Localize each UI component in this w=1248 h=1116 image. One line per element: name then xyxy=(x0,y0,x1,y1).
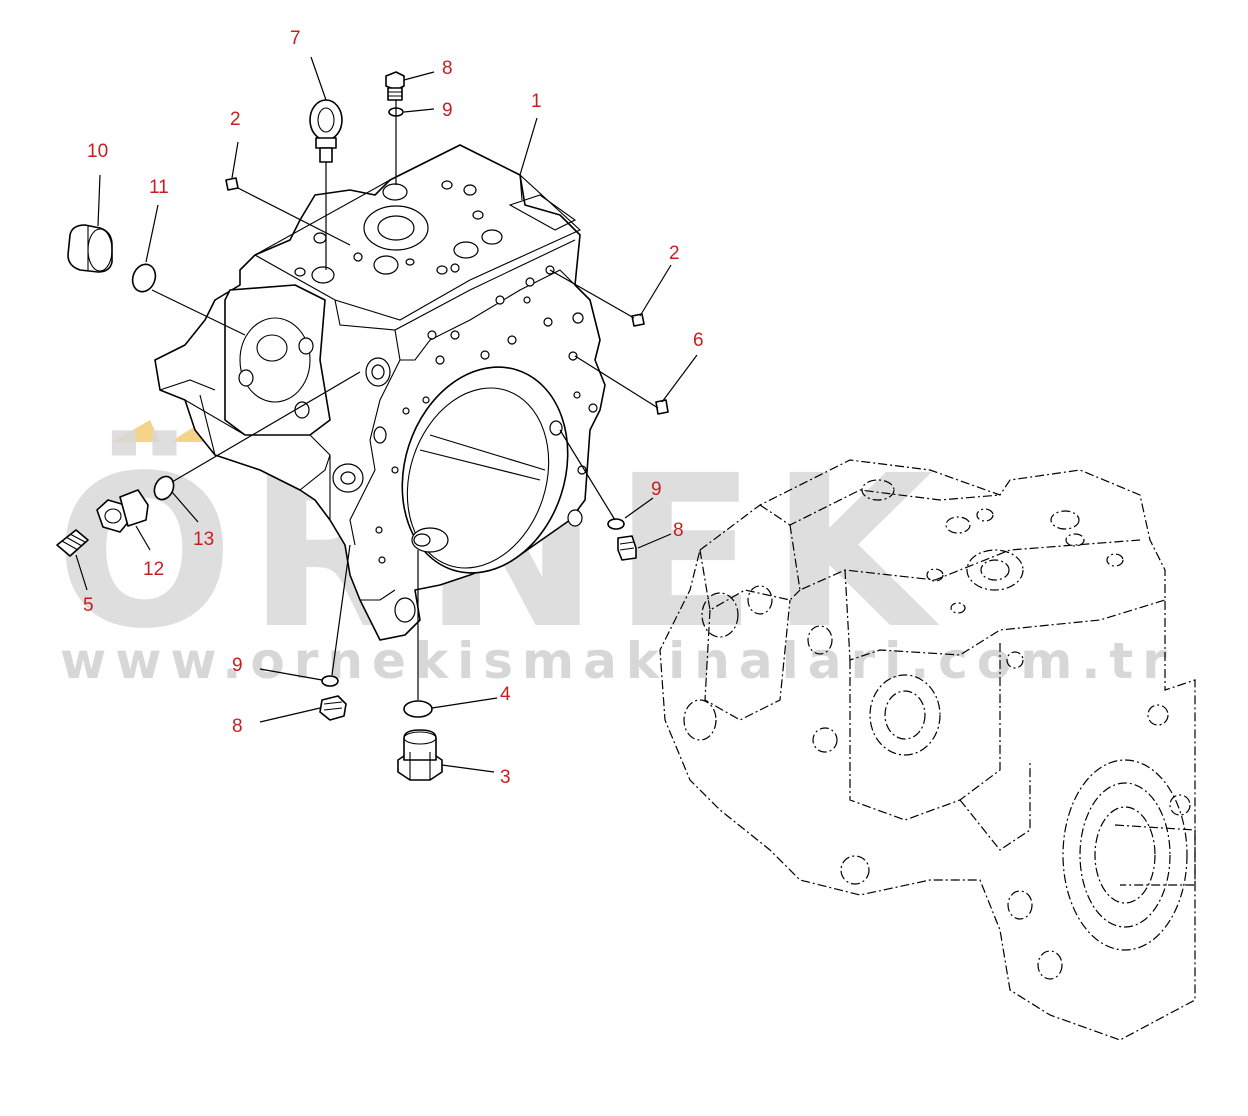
part-9-o-ring-right xyxy=(607,518,625,530)
callout-9-right: 9 xyxy=(651,479,662,500)
part-10-plug xyxy=(67,224,113,273)
part-8-plug-right xyxy=(617,535,637,561)
watermark-url: www.ornekismakinalari.com.tr xyxy=(60,632,1176,690)
callout-9-bottom: 9 xyxy=(232,655,243,676)
callout-6: 6 xyxy=(693,330,704,351)
part-13-o-ring xyxy=(153,475,175,501)
part-7-eye-bolt xyxy=(309,99,343,163)
part-12-fitting xyxy=(96,489,149,533)
watermark: ÖRNEK www.ornekismakinalari.com.tr xyxy=(55,420,1176,690)
callout-12: 12 xyxy=(143,559,164,580)
callout-7: 7 xyxy=(290,28,301,49)
part-6-plug xyxy=(655,399,669,415)
callout-2-upper: 2 xyxy=(230,109,241,130)
callout-leaders xyxy=(75,56,698,773)
part-11-o-ring xyxy=(131,263,157,293)
callout-13: 13 xyxy=(193,529,214,550)
part-3-plug xyxy=(397,729,443,781)
part-8-plug-top xyxy=(385,71,405,101)
part-2-screw-upper xyxy=(225,177,239,191)
callout-10: 10 xyxy=(87,141,108,162)
phantom-pump-assembly xyxy=(659,459,1196,1041)
part-2-screw-right xyxy=(631,313,645,327)
callout-1: 1 xyxy=(531,91,542,112)
part-4-o-ring xyxy=(403,700,433,718)
callout-8-bottom: 8 xyxy=(232,716,243,737)
callout-3: 3 xyxy=(500,767,511,788)
part-8-plug-bottom xyxy=(319,695,347,721)
part-5-plug xyxy=(56,529,89,557)
callout-11: 11 xyxy=(149,177,169,198)
callout-2-right: 2 xyxy=(669,243,680,264)
callout-8-top: 8 xyxy=(442,58,453,79)
pump-case-body xyxy=(154,144,606,641)
callout-8-right: 8 xyxy=(673,520,684,541)
callout-labels: 1 2 2 3 4 5 6 7 8 8 8 9 9 9 10 11 12 13 xyxy=(83,28,704,788)
watermark-accent-left xyxy=(112,420,160,442)
callout-9-top: 9 xyxy=(442,100,453,121)
callout-4: 4 xyxy=(500,684,511,705)
assembly-lines xyxy=(151,100,659,700)
part-9-o-ring-bottom xyxy=(321,675,339,687)
callout-5: 5 xyxy=(83,595,94,616)
